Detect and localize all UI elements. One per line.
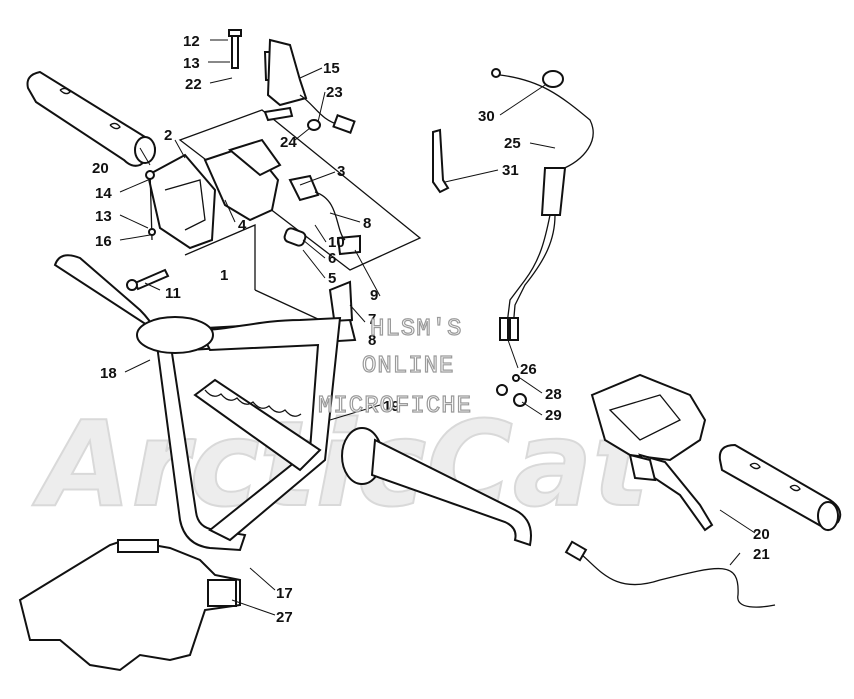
callout-31: 31	[502, 162, 519, 179]
handlebar	[53, 254, 532, 552]
callout-17: 17	[276, 585, 293, 602]
watermark-line-3: MICROFICHE	[318, 393, 472, 420]
callout-7: 7	[368, 311, 376, 328]
watermark-line-1: HLSM'S	[370, 316, 462, 343]
callout-29: 29	[545, 407, 562, 424]
callout-16: 16	[95, 233, 112, 250]
leader-lines	[119, 39, 756, 616]
callout-1: 1	[220, 267, 228, 284]
callout-25: 25	[504, 135, 521, 152]
callout-3: 3	[337, 163, 345, 180]
callout-14: 14	[95, 185, 112, 202]
callout-5: 5	[328, 270, 336, 287]
throttle-cable	[432, 68, 594, 341]
callout-2: 2	[164, 127, 172, 144]
callout-labels: 12 13 22 15 23 24 2 20 14 13 16 4 1 11 3…	[92, 33, 770, 626]
callout-26: 26	[520, 361, 537, 378]
callout-20-left: 20	[92, 160, 109, 177]
callout-18: 18	[100, 365, 117, 382]
callout-27: 27	[276, 609, 293, 626]
callout-28: 28	[545, 386, 562, 403]
callout-6: 6	[328, 250, 336, 267]
callout-22: 22	[185, 76, 202, 93]
callout-23: 23	[326, 84, 343, 101]
callout-20-right: 20	[753, 526, 770, 543]
switch-housing	[146, 109, 422, 328]
watermark-overlay: HLSM'S ONLINE MICROFICHE	[317, 315, 472, 420]
throttle-housing	[496, 373, 714, 532]
callout-8-lower: 8	[368, 332, 376, 349]
callout-10: 10	[328, 234, 345, 251]
top-hardware	[228, 29, 356, 134]
handlebar-pad	[18, 538, 241, 672]
callout-9: 9	[370, 287, 378, 304]
callout-12: 12	[183, 33, 200, 50]
callout-8: 8	[363, 215, 371, 232]
screws-left	[126, 169, 170, 291]
callout-13: 13	[183, 55, 200, 72]
right-grip	[718, 443, 842, 532]
callout-21: 21	[753, 546, 770, 563]
watermark-line-2: ONLINE	[362, 353, 454, 380]
callout-11: 11	[165, 285, 181, 302]
callout-30: 30	[478, 108, 495, 125]
left-grip	[26, 70, 156, 167]
heater-harness	[564, 540, 776, 608]
callout-4: 4	[238, 217, 247, 234]
callout-19: 19	[383, 398, 400, 415]
callout-13-lower: 13	[95, 208, 112, 225]
callout-24: 24	[280, 134, 297, 151]
callout-15: 15	[323, 60, 340, 77]
